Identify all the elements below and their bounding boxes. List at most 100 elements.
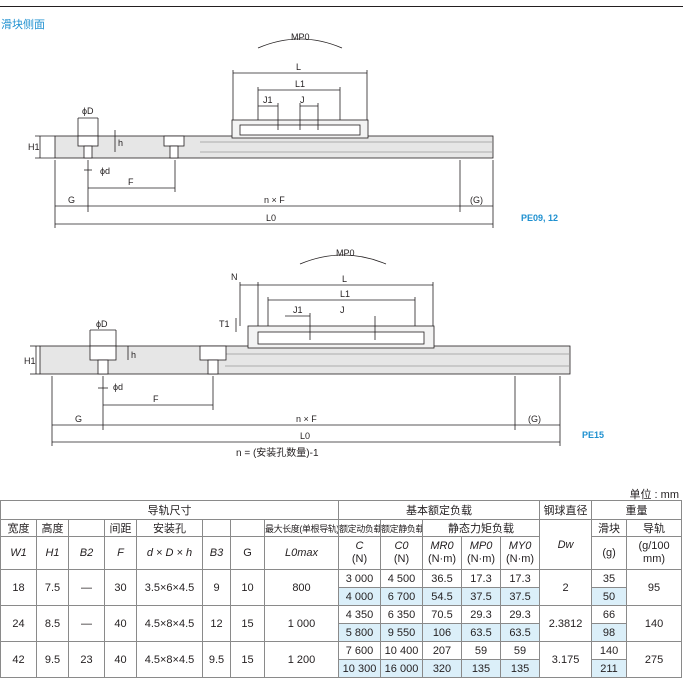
row1-Dw: 2 (539, 569, 593, 606)
d2-J-label: J (340, 305, 345, 315)
hdr-ball: 钢球直径 (539, 500, 593, 520)
row1-W1: 18 (0, 569, 37, 606)
spec-table: 导轨尺寸 基本额定负载 钢球直径 重量 宽度 高度 间距 安装孔 最大长度(单根… (0, 500, 683, 678)
d2-h-label: h (131, 350, 136, 360)
hdr-blank (202, 519, 231, 537)
row3a-C: 7 600 (338, 641, 381, 660)
row3-H1: 9.5 (36, 641, 69, 678)
hdr-mount: 安装孔 (136, 519, 203, 537)
sym-B3: B3 (202, 536, 231, 570)
d2-F-label: F (153, 394, 159, 404)
d2-moment-label: MP0 (336, 248, 355, 258)
row3b-MY0: 135 (499, 659, 541, 678)
row2a-C0: 6 350 (380, 605, 423, 624)
row2a-MY0: 29.3 (499, 605, 541, 624)
d1-J-label: J (300, 95, 305, 105)
sym-W1: W1 (0, 536, 37, 570)
sym-g: (g) (591, 536, 628, 570)
d1-F-label: F (128, 177, 134, 187)
row2-L0max: 1 000 (264, 605, 339, 642)
d2-L-label: L (342, 274, 347, 284)
row3a-MR0: 207 (422, 641, 462, 660)
row1b-C: 4 000 (338, 587, 381, 606)
hdr-load: 基本额定负载 (337, 500, 541, 520)
d2-phid-label: ϕd (113, 382, 123, 392)
d2-model-label: PE15 (582, 430, 604, 440)
row1a-C: 3 000 (338, 569, 381, 588)
row3-rail: 275 (626, 641, 683, 678)
d2-L1-label: L1 (340, 289, 350, 299)
row2a-MR0: 70.5 (422, 605, 462, 624)
row1a-MP0: 17.3 (461, 569, 501, 588)
sym-MY0: MY0(N·m) (499, 536, 541, 570)
d1-G-label: G (68, 195, 75, 205)
row1a-C0: 4 500 (380, 569, 423, 588)
hdr-pitch: 间距 (104, 519, 137, 537)
d1-h-label: h (118, 138, 123, 148)
d1-Gp-label: (G) (470, 195, 483, 205)
row2b-C0: 9 550 (380, 623, 423, 642)
sym-MR0-text: MR0 (430, 540, 454, 552)
sym-dDh: d × D × h (136, 536, 203, 570)
rail-body-2 (39, 345, 571, 375)
row2b-C: 5 800 (338, 623, 381, 642)
unit-MP0: (N·m) (466, 553, 496, 565)
sym-MY0-text: MY0 (508, 540, 532, 552)
row2-dDh: 4.5×8×4.5 (136, 605, 203, 642)
row3-W1: 42 (0, 641, 37, 678)
hdr-height: 高度 (36, 519, 69, 537)
row1-G: 10 (230, 569, 265, 606)
d1-L0-label: L0 (266, 213, 276, 223)
row3b-MP0: 135 (461, 659, 501, 678)
drawing-pe09-12: MP0 L L1 J1 J ϕD H1 h ϕd F G n × F (G) L… (24, 32, 604, 459)
sym-C: C(N) (338, 536, 381, 570)
row1-rail: 95 (626, 569, 683, 606)
hdr-rail: 导轨 (626, 519, 683, 537)
row2-B3: 12 (202, 605, 231, 642)
hdr-moment: 静态力矩负载 (421, 519, 541, 537)
d1-L1-label: L1 (295, 79, 305, 89)
unit-C0: (N) (393, 553, 410, 565)
row3-F: 40 (104, 641, 137, 678)
sym-C0-text: C0 (394, 540, 409, 552)
sym-MP0: MP0(N·m) (461, 536, 501, 570)
sym-L0max: L0max (264, 536, 339, 570)
unit-note: 单位 : mm (629, 489, 680, 501)
row2b-MP0: 63.5 (461, 623, 501, 642)
d1-model-label: PE09, 12 (521, 213, 558, 223)
row3a-C0: 10 400 (380, 641, 423, 660)
row2-H1: 8.5 (36, 605, 69, 642)
row1-F: 30 (104, 569, 137, 606)
unit-MR0: (N·m) (427, 553, 457, 565)
row1b-MY0: 37.5 (499, 587, 541, 606)
row1b-C0: 6 700 (380, 587, 423, 606)
d2-Gp-label: (G) (528, 414, 541, 424)
row3-Dw: 3.175 (539, 641, 593, 678)
hdr-weight: 重量 (591, 500, 683, 520)
row2b-MY0: 63.5 (499, 623, 541, 642)
sym-G: G (230, 536, 265, 570)
hdr-maxlen: 最大长度(单根导轨) (264, 519, 339, 537)
row3b-C0: 16 000 (380, 659, 423, 678)
hdr-rail-dims: 导轨尺寸 (0, 500, 339, 520)
sym-H1: H1 (36, 536, 69, 570)
row1a-MR0: 36.5 (422, 569, 462, 588)
sym-C0: C0(N) (380, 536, 423, 570)
row1-B3: 9 (202, 569, 231, 606)
section-title: 滑块侧面 (1, 19, 45, 31)
d2-H1-label: H1 (24, 356, 36, 366)
d2-phiD-label: ϕD (96, 319, 108, 329)
sym-B2: B2 (68, 536, 105, 570)
row2-W1: 24 (0, 605, 37, 642)
row2b-MR0: 106 (422, 623, 462, 642)
d2-L0-label: L0 (300, 431, 310, 441)
d2-T1-label: T1 (219, 319, 230, 329)
row2a-C: 4 350 (338, 605, 381, 624)
d1-phiD-label: ϕD (82, 106, 94, 116)
sym-F: F (104, 536, 137, 570)
sym-MR0: MR0(N·m) (422, 536, 462, 570)
d1-nF-label: n × F (264, 195, 285, 205)
d2-G-label: G (75, 414, 82, 424)
d1-H1-label: H1 (28, 142, 40, 152)
row3a-MY0: 59 (499, 641, 541, 660)
